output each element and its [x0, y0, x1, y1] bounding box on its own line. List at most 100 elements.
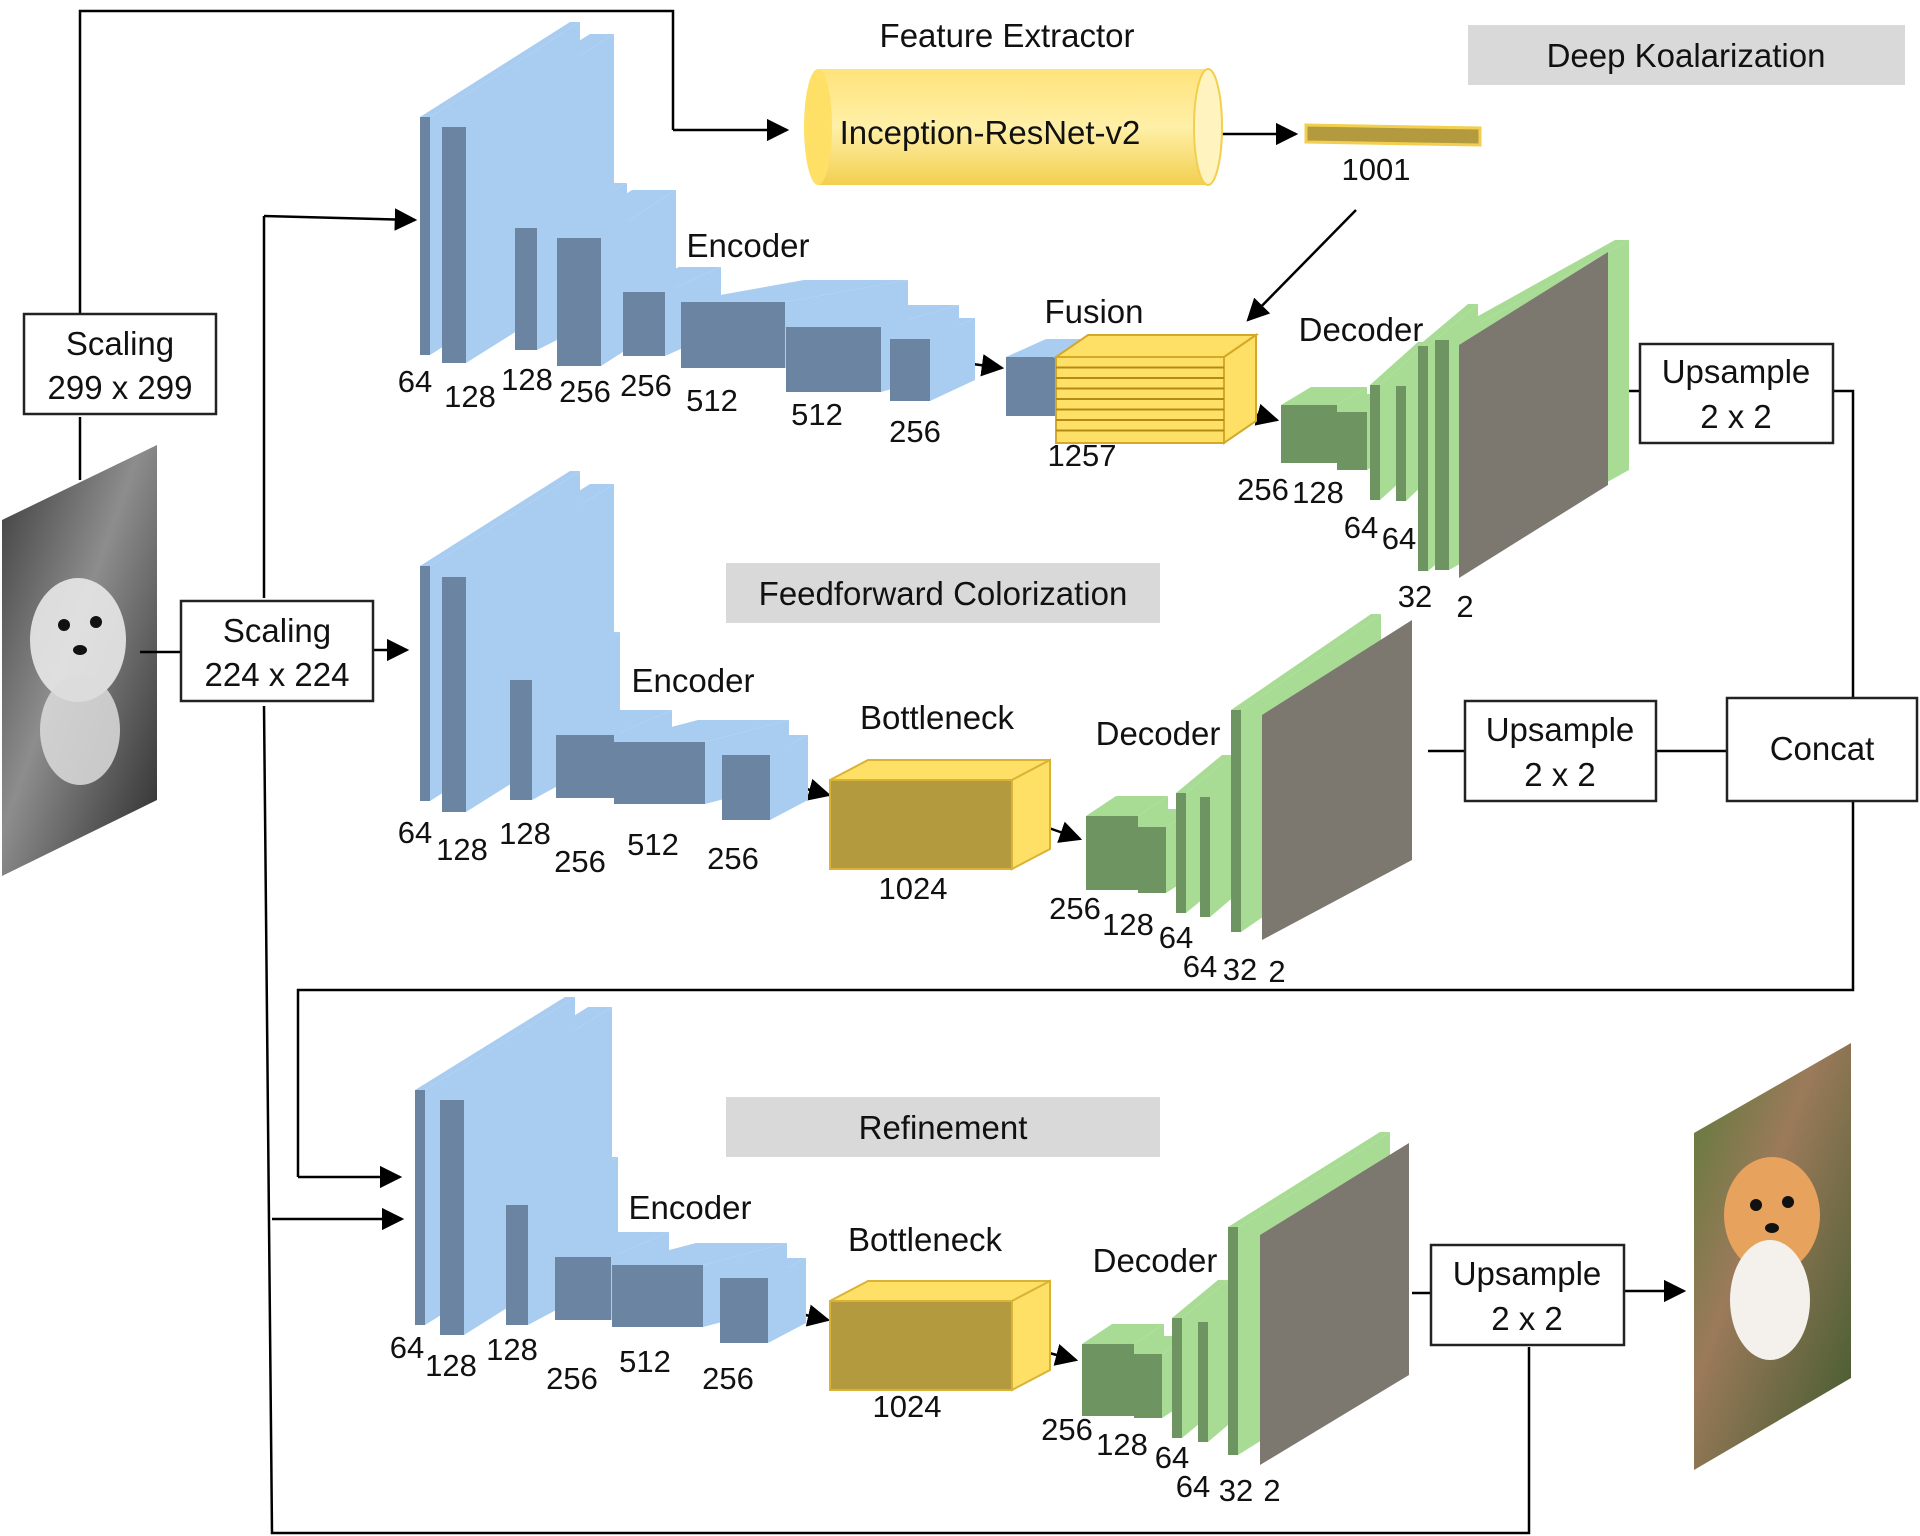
upsample-bottom-line2: 2 x 2 [1491, 1300, 1563, 1337]
size-label: 64 [390, 1330, 424, 1365]
size-label: 256 [889, 414, 941, 449]
output-map [1262, 620, 1412, 940]
upsample-mid-box: Upsample 2 x 2 [1463, 699, 1658, 803]
banner-refinement-text: Refinement [859, 1109, 1028, 1146]
middle-encoder [420, 471, 808, 820]
middle-bottleneck-size: 1024 [879, 871, 948, 906]
bottom-bottleneck [829, 1279, 1051, 1392]
top-encoder-label: Encoder [687, 227, 810, 264]
top-decoder [1281, 240, 1629, 578]
size-label: 2 [1456, 589, 1473, 624]
size-label: 64 [1382, 521, 1416, 556]
size-label: 256 [559, 374, 611, 409]
banner-deep-koalarization-text: Deep Koalarization [1547, 37, 1826, 74]
size-label: 128 [425, 1348, 477, 1383]
size-label: 256 [702, 1361, 754, 1396]
top-fusion-label: Fusion [1044, 293, 1143, 330]
bottleneck-block [829, 758, 1051, 871]
upsample-top-box: Upsample 2 x 2 [1638, 342, 1835, 445]
feature-extractor-model: Inception-ResNet-v2 [840, 114, 1141, 151]
size-label: 32 [1398, 579, 1432, 614]
middle-bottleneck-label: Bottleneck [860, 699, 1015, 736]
size-label: 32 [1223, 952, 1257, 987]
size-label: 512 [791, 397, 843, 432]
middle-decoder-label: Decoder [1096, 715, 1221, 752]
size-label: 64 [398, 815, 432, 850]
feature-extractor: Feature Extractor Inception-ResNet-v2 [804, 17, 1223, 186]
top-encoder-sizes: 64 128 128 256 256 512 512 256 [398, 362, 941, 449]
size-label: 64 [1176, 1469, 1210, 1504]
bottom-decoder [1082, 1132, 1409, 1465]
bottleneck-block [829, 1279, 1051, 1392]
size-label: 512 [627, 827, 679, 862]
size-label: 64 [1159, 920, 1193, 955]
feature-extractor-title: Feature Extractor [880, 17, 1135, 54]
upsample-bottom-line1: Upsample [1453, 1255, 1602, 1292]
top-decoder-label: Decoder [1299, 311, 1424, 348]
size-label: 256 [1049, 891, 1101, 926]
upsample-mid-line1: Upsample [1486, 711, 1635, 748]
banner-deep-koalarization: Deep Koalarization [1468, 25, 1905, 85]
size-label: 128 [436, 832, 488, 867]
encoder-layer [720, 1258, 806, 1343]
size-label: 256 [554, 844, 606, 879]
encoder-layer [557, 190, 676, 366]
middle-decoder-sizes: 256 128 64 64 32 2 [1049, 891, 1285, 989]
size-label: 128 [1102, 907, 1154, 942]
encoder-layer [722, 735, 808, 820]
upsample-mid-line2: 2 x 2 [1524, 756, 1596, 793]
size-label: 256 [1041, 1412, 1093, 1447]
input-grayscale-image [2, 445, 157, 876]
banner-feedforward-colorization: Feedforward Colorization [726, 563, 1160, 623]
size-label: 128 [501, 362, 553, 397]
size-label: 512 [686, 383, 738, 418]
size-label: 128 [1292, 475, 1344, 510]
feature-vector-1001: 1001 [1304, 123, 1482, 187]
size-label: 128 [499, 816, 551, 851]
top-fusion-size: 1257 [1048, 438, 1117, 473]
size-label: 128 [1096, 1427, 1148, 1462]
size-label: 128 [444, 379, 496, 414]
size-label: 512 [619, 1344, 671, 1379]
bottom-encoder-sizes: 64 128 128 256 512 256 [390, 1330, 754, 1396]
top-encoder [420, 22, 975, 401]
bottom-encoder-label: Encoder [629, 1189, 752, 1226]
encoder-layer [890, 318, 975, 401]
size-label: 256 [1237, 472, 1289, 507]
output-map [1459, 252, 1608, 578]
feature-vector-size: 1001 [1342, 152, 1411, 187]
middle-decoder [1086, 614, 1412, 940]
scaling-224-line2: 224 x 224 [205, 656, 350, 693]
scaling-299-line2: 299 x 299 [48, 369, 193, 406]
bottom-decoder-label: Decoder [1093, 1242, 1218, 1279]
size-label: 64 [1344, 510, 1378, 545]
concat-text: Concat [1770, 730, 1875, 767]
bottom-decoder-sizes: 256 128 64 64 32 2 [1041, 1412, 1280, 1508]
size-label: 256 [707, 841, 759, 876]
scaling-224-box: Scaling 224 x 224 [179, 599, 375, 703]
output-color-image [1694, 1043, 1851, 1470]
size-label: 64 [398, 364, 432, 399]
size-label: 256 [546, 1361, 598, 1396]
size-label: 2 [1263, 1473, 1280, 1508]
scaling-299-line1: Scaling [66, 325, 174, 362]
banner-feedforward-colorization-text: Feedforward Colorization [759, 575, 1128, 612]
upsample-top-line1: Upsample [1662, 353, 1811, 390]
output-map [1260, 1143, 1409, 1465]
upsample-bottom-box: Upsample 2 x 2 [1429, 1243, 1626, 1347]
bottom-bottleneck-size: 1024 [873, 1389, 942, 1424]
banner-refinement: Refinement [726, 1097, 1160, 1157]
middle-encoder-label: Encoder [632, 662, 755, 699]
middle-bottleneck [829, 758, 1051, 871]
size-label: 2 [1268, 954, 1285, 989]
bottom-bottleneck-label: Bottleneck [848, 1221, 1003, 1258]
middle-encoder-sizes: 64 128 128 256 512 256 [398, 815, 759, 879]
upsample-top-line2: 2 x 2 [1700, 398, 1772, 435]
size-label: 256 [620, 368, 672, 403]
size-label: 64 [1155, 1440, 1189, 1475]
top-decoder-sizes: 256 128 64 64 32 2 [1237, 472, 1473, 624]
size-label: 128 [486, 1332, 538, 1367]
size-label: 64 [1183, 949, 1217, 984]
bottom-encoder [415, 997, 806, 1343]
